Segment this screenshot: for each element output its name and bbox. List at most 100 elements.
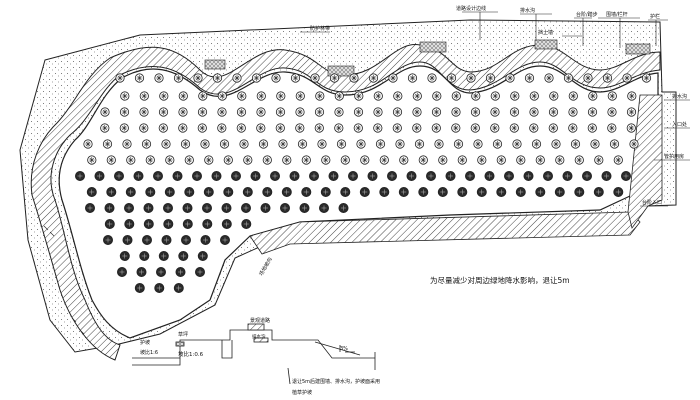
tree-symbol-star bbox=[397, 141, 403, 147]
tree-symbol-star bbox=[453, 93, 460, 99]
tree-symbol-star bbox=[394, 125, 401, 131]
tree-symbol-star bbox=[160, 93, 167, 99]
tree-symbol-star bbox=[163, 141, 169, 147]
tree-symbol-star bbox=[186, 157, 193, 163]
tree-symbol-star bbox=[221, 141, 228, 147]
label-road-edge: 道路设计边线 bbox=[456, 5, 486, 12]
tree-symbol-star bbox=[589, 125, 596, 131]
tree-symbol-star bbox=[277, 93, 284, 99]
tree-symbol-star bbox=[375, 109, 381, 115]
tree-symbol-star bbox=[604, 75, 611, 81]
tree-symbol-star bbox=[608, 125, 615, 131]
tree-symbol-star bbox=[219, 93, 226, 99]
tree-symbol-mark bbox=[292, 173, 297, 179]
tree-symbol-mark bbox=[107, 205, 112, 211]
tree-symbol-star bbox=[556, 157, 563, 163]
tree-symbol-mark bbox=[137, 285, 143, 291]
tree-symbol-star bbox=[108, 157, 115, 163]
tree-symbol-mark bbox=[370, 173, 375, 179]
tree-symbol-star bbox=[121, 93, 128, 99]
tree-symbol-mark bbox=[253, 173, 258, 179]
tree-symbol-mark bbox=[126, 205, 132, 211]
tree-symbol-mark bbox=[185, 205, 190, 211]
tree-symbol-star bbox=[312, 75, 318, 81]
tree-symbol-star bbox=[569, 125, 576, 131]
setback-note: 为尽量减少对周边绿地降水影响，退让5m bbox=[430, 275, 570, 285]
tree-symbol-star bbox=[478, 157, 485, 163]
tree-symbol-star bbox=[342, 157, 349, 163]
tree-symbol-star bbox=[199, 93, 206, 99]
tree-symbol-mark bbox=[323, 189, 329, 195]
tree-symbol-star bbox=[546, 75, 552, 81]
label-fence: 围墙/栏杆 bbox=[606, 11, 628, 18]
tree-symbol-star bbox=[377, 141, 384, 147]
tree-symbol-star bbox=[433, 125, 440, 131]
tree-symbol-mark bbox=[128, 189, 134, 195]
tree-symbol-star bbox=[303, 157, 310, 163]
tree-symbol-star bbox=[550, 109, 557, 115]
tree-symbol-star bbox=[121, 125, 128, 131]
tree-symbol-star bbox=[297, 93, 304, 99]
tree-symbol-star bbox=[195, 75, 201, 81]
tree-symbol-mark bbox=[122, 253, 128, 259]
tree-symbol-star bbox=[381, 157, 388, 163]
tree-symbol-star bbox=[576, 157, 583, 163]
label-right-house: 管护用房 bbox=[664, 153, 684, 160]
tree-symbol-mark bbox=[165, 205, 171, 211]
tree-symbol-star bbox=[316, 93, 323, 99]
tree-symbol-star bbox=[429, 75, 435, 81]
tree-symbol-star bbox=[531, 93, 538, 99]
tree-symbol-star bbox=[533, 141, 540, 147]
tree-symbol-mark bbox=[389, 173, 395, 179]
tree-symbol-star bbox=[219, 109, 225, 115]
tree-symbol-star bbox=[511, 93, 518, 99]
tree-symbol-mark bbox=[341, 205, 346, 211]
tree-symbol-mark bbox=[161, 253, 167, 259]
tree-symbol-star bbox=[361, 157, 368, 163]
tree-symbol-mark bbox=[77, 173, 83, 179]
tree-symbol-mark bbox=[409, 173, 414, 179]
section-ratio: 坡比1:0.6 bbox=[178, 350, 204, 358]
tree-symbol-mark bbox=[126, 221, 132, 227]
tree-symbol-star bbox=[414, 93, 421, 99]
tree-symbol-star bbox=[258, 93, 265, 99]
tree-symbol-star bbox=[498, 157, 505, 163]
tree-symbol-star bbox=[433, 93, 440, 99]
tree-symbol-mark bbox=[615, 189, 621, 195]
tree-symbol-mark bbox=[108, 189, 114, 195]
tree-symbol-mark bbox=[119, 269, 125, 275]
retaining-band bbox=[30, 44, 661, 361]
tree-symbol-star bbox=[101, 125, 108, 131]
tree-symbol-star bbox=[335, 125, 342, 131]
tree-symbol-star bbox=[507, 75, 513, 81]
tree-symbol-star bbox=[121, 109, 128, 115]
top-label-leaders bbox=[300, 11, 668, 48]
tree-symbol-star bbox=[258, 109, 264, 115]
tree-symbol-star bbox=[595, 157, 602, 163]
tree-symbol-star bbox=[494, 141, 501, 147]
label-right-entrance: 入口处 bbox=[672, 121, 687, 128]
tree-symbol-mark bbox=[224, 205, 229, 211]
tree-symbol-mark bbox=[158, 269, 164, 275]
tree-symbol-mark bbox=[311, 173, 317, 179]
tree-symbol-star bbox=[436, 141, 442, 147]
tree-symbol-star bbox=[439, 157, 446, 163]
tree-symbol-star bbox=[338, 141, 345, 147]
tree-symbol-star bbox=[609, 109, 615, 115]
tree-symbol-mark bbox=[200, 253, 206, 259]
section-left-small: 草坪 bbox=[178, 331, 188, 338]
tree-symbol-mark bbox=[362, 189, 368, 195]
tree-symbol-star bbox=[390, 75, 396, 81]
tree-symbol-star bbox=[624, 75, 630, 81]
tree-symbol-mark bbox=[428, 173, 434, 179]
label-steps: 台阶/踏步 bbox=[576, 11, 598, 18]
tree-symbol-star bbox=[199, 125, 206, 131]
tree-symbol-star bbox=[175, 75, 182, 81]
tree-symbol-mark bbox=[224, 221, 230, 227]
tree-symbol-mark bbox=[576, 189, 582, 195]
tree-symbol-mark bbox=[526, 173, 531, 179]
tree-symbol-star bbox=[448, 75, 455, 81]
tree-symbol-mark bbox=[204, 221, 210, 227]
section-left-top: 护坡 bbox=[140, 339, 150, 346]
tree-symbol-mark bbox=[183, 237, 189, 243]
